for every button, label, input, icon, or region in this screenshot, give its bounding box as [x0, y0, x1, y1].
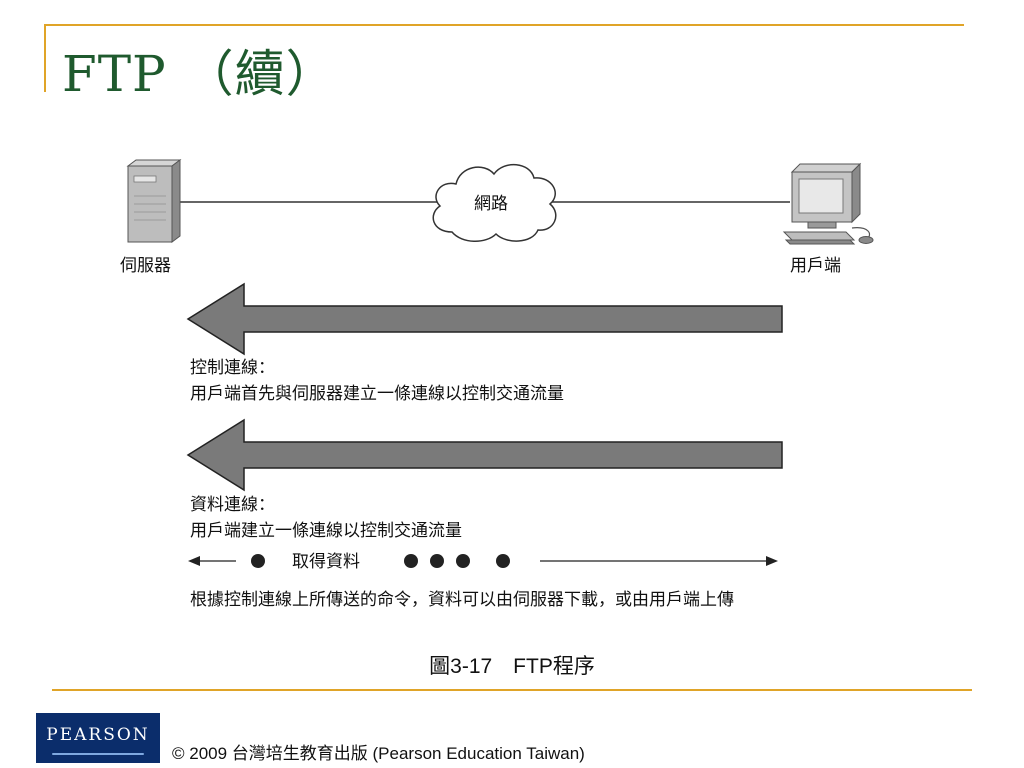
cloud-icon	[432, 164, 557, 242]
network-label: 網路	[474, 194, 508, 214]
top-divider	[44, 24, 964, 26]
slide-title: FTP （續）	[62, 45, 337, 103]
bottom-divider	[52, 689, 972, 691]
figure-caption: 圖3-17 FTP程序	[429, 655, 595, 678]
title-side-divider	[44, 24, 46, 92]
get-data-label: 取得資料	[292, 552, 360, 572]
logo-text: PEARSON	[46, 725, 150, 745]
transfer-dot	[404, 554, 418, 568]
client-computer-icon	[782, 162, 874, 245]
control-connection-arrow	[186, 282, 783, 356]
transfer-dot	[496, 554, 510, 568]
transfer-dot	[456, 554, 470, 568]
transfer-description: 根據控制連線上所傳送的命令，資料可以由伺服器下載，或由用戶端上傳	[190, 590, 734, 610]
control-connection-description: 用戶端首先與伺服器建立一條連線以控制交通流量	[190, 384, 564, 404]
transfer-dot	[251, 554, 265, 568]
data-transfer-line	[188, 554, 778, 568]
data-connection-arrow	[186, 418, 783, 492]
client-label: 用戶端	[790, 256, 841, 276]
server-label: 伺服器	[120, 256, 171, 276]
data-connection-title: 資料連線：	[190, 495, 275, 515]
data-connection-description: 用戶端建立一條連線以控制交通流量	[190, 521, 462, 541]
transfer-dot	[430, 554, 444, 568]
server-icon	[126, 159, 182, 243]
ftp-diagram: 伺服器 網路 用戶端 控制連線： 用戶端首先與伺服器建立一條連線以控制交通流量 …	[120, 159, 874, 610]
pearson-logo: PEARSON	[36, 713, 160, 763]
copyright-text: © 2009 台灣培生教育出版 (Pearson Education Taiwa…	[172, 744, 585, 763]
logo-swoosh	[52, 753, 144, 755]
control-connection-title: 控制連線：	[190, 358, 275, 378]
